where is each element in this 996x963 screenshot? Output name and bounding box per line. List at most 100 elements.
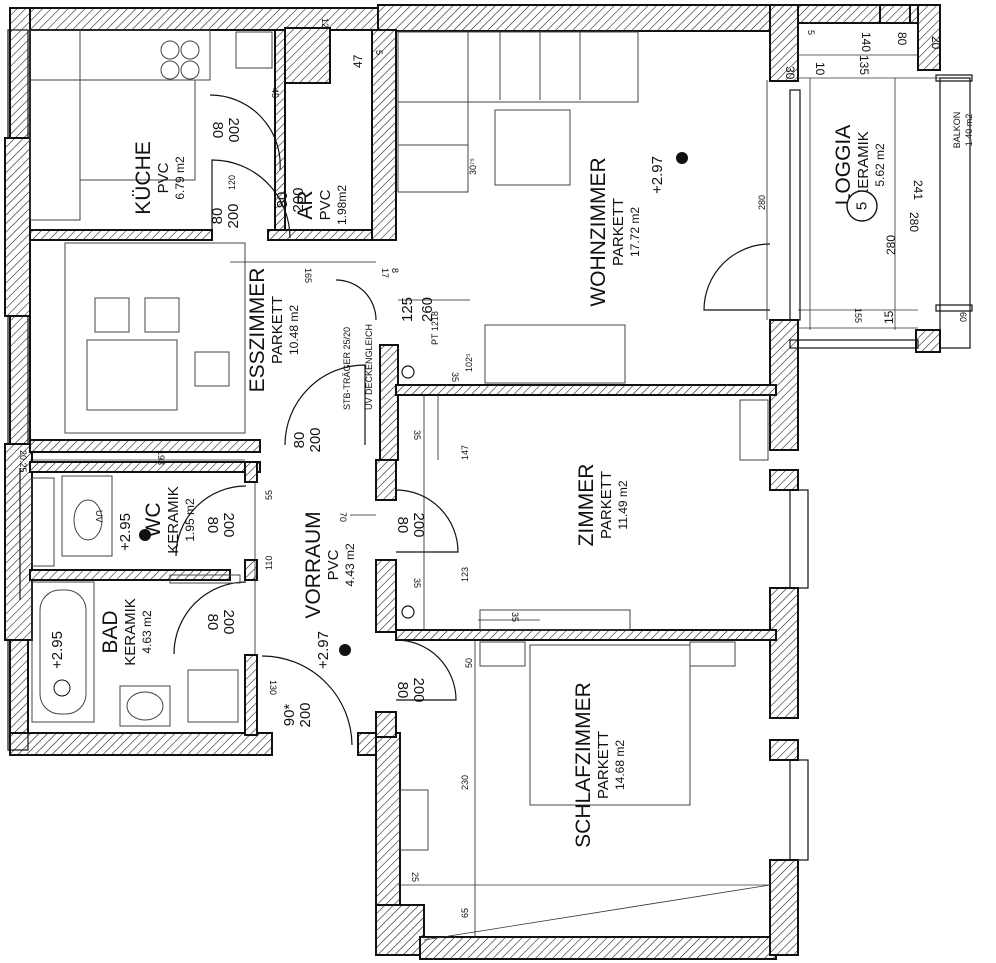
svg-text:25: 25 [410, 872, 420, 882]
room-name: ESSZIMMER [246, 268, 269, 393]
room-name: VORRAUM [302, 511, 325, 618]
svg-text:80: 80 [274, 192, 291, 209]
room-wohnzimmer: WOHNZIMMER PARKETT 17.72 m2 [587, 157, 642, 306]
svg-text:80: 80 [394, 517, 411, 534]
svg-text:60: 60 [958, 312, 968, 322]
height-wohnzimmer: +2.97 [649, 156, 666, 194]
dimension-texts: 47 12 45 5 135 140 80 20 10 30 5 280 280… [18, 18, 968, 918]
room-floor: PARKETT [595, 731, 612, 799]
height-markers: +2.97 +2.95 +2.95 +2.97 [49, 152, 688, 697]
room-balkon: BALKON 1.40 m2 [952, 112, 974, 149]
room-ar: AR PVC 1.98m2 [294, 185, 349, 225]
door-kueche-width: 80 [209, 122, 226, 139]
room-area: 1.98m2 [335, 185, 349, 225]
svg-text:15: 15 [882, 310, 896, 324]
room-bad: BAD KERAMIK 4.63 m2 [99, 598, 154, 666]
annotations: STB-TRÄGER 25/20 UV DECKENGLEICH PT 1218… [94, 311, 440, 522]
svg-text:280: 280 [907, 212, 921, 232]
room-floor: KERAMIK [855, 131, 872, 199]
svg-text:35: 35 [412, 430, 422, 440]
room-floor: PARKETT [269, 296, 286, 364]
room-kueche: KÜCHE PVC 6.79 m2 [132, 141, 187, 215]
svg-text:155: 155 [853, 308, 863, 323]
svg-text:50: 50 [464, 658, 474, 668]
svg-text:80: 80 [209, 208, 226, 225]
svg-text:147: 147 [460, 445, 470, 460]
svg-text:200: 200 [225, 203, 242, 228]
svg-text:200: 200 [410, 512, 427, 537]
svg-text:200: 200 [410, 677, 427, 702]
room-area: 5.62 m2 [873, 143, 887, 187]
room-area: 11.49 m2 [616, 480, 630, 529]
balkon-name: BALKON [952, 112, 962, 149]
room-name: BAD [99, 610, 122, 653]
height-wc: +2.95 [117, 513, 134, 551]
room-floor: PVC [155, 162, 172, 193]
svg-text:230: 230 [460, 775, 470, 790]
room-area: 10.48 m2 [287, 305, 301, 355]
room-area: 6.79 m2 [173, 156, 187, 200]
room-vorraum: VORRAUM PVC 4.43 m2 [302, 511, 357, 618]
svg-text:140: 140 [859, 32, 873, 52]
svg-text:260: 260 [419, 297, 436, 322]
loggia-structure [789, 4, 973, 353]
room-area: 14.68 m2 [613, 740, 627, 790]
room-floor: PARKETT [598, 471, 615, 539]
svg-text:35: 35 [412, 578, 422, 588]
svg-text:5: 5 [374, 50, 384, 55]
room-floor: KERAMIK [165, 486, 182, 554]
svg-text:35: 35 [510, 612, 520, 622]
room-floor: PVC [317, 189, 334, 220]
svg-text:5: 5 [806, 30, 816, 35]
door-kueche-height: 200 [225, 117, 242, 142]
room-area: 1.95 m2 [183, 498, 197, 542]
room-name: KÜCHE [132, 141, 155, 215]
room-floor: KERAMIK [122, 598, 139, 666]
svg-text:30: 30 [783, 66, 797, 80]
room-name: ZIMMER [575, 464, 598, 547]
svg-text:200: 200 [297, 702, 314, 727]
svg-text:135: 135 [857, 55, 871, 75]
svg-text:110: 110 [264, 556, 274, 570]
svg-text:PT 1218: PT 1218 [430, 311, 440, 345]
room-area: 4.43 m2 [343, 543, 357, 587]
room-name: WC [142, 503, 165, 538]
svg-text:12: 12 [320, 18, 330, 28]
svg-text:280: 280 [884, 235, 898, 255]
door-swings [19, 94, 771, 746]
door-labels: 200 80 80 200 80 200 200 80 200 80 200 8… [204, 117, 427, 727]
svg-text:45: 45 [270, 88, 280, 98]
room-area: 4.63 m2 [140, 610, 154, 654]
outer-walls [4, 4, 809, 960]
svg-text:241: 241 [911, 180, 925, 200]
svg-text:200: 200 [220, 512, 237, 537]
svg-text:200: 200 [307, 427, 324, 452]
svg-text:UV: UV [94, 510, 104, 523]
svg-text:70: 70 [338, 512, 348, 522]
svg-text:17: 17 [380, 268, 390, 278]
svg-text:30⁷⁵: 30⁷⁵ [468, 158, 478, 175]
svg-text:20.25: 20.25 [18, 450, 28, 473]
svg-text:130: 130 [268, 680, 278, 695]
svg-text:35: 35 [450, 372, 460, 382]
svg-text:STB-TRÄGER 25/20: STB-TRÄGER 25/20 [342, 327, 352, 410]
dimension-lines [30, 80, 768, 937]
room-name: AR [294, 190, 317, 219]
svg-text:10: 10 [813, 62, 827, 76]
room-floor: PARKETT [610, 198, 627, 266]
svg-text:193: 193 [156, 450, 166, 465]
svg-text:80: 80 [291, 432, 308, 449]
room-zimmer: ZIMMER PARKETT 11.49 m2 [575, 464, 630, 547]
room-name: SCHLAFZIMMER [572, 682, 595, 848]
svg-text:120: 120 [227, 175, 237, 190]
svg-text:102⁵: 102⁵ [464, 353, 474, 372]
room-schlafzimmer: SCHLAFZIMMER PARKETT 14.68 m2 [572, 682, 627, 848]
furniture [29, 29, 771, 941]
room-wc: WC KERAMIK 1.95 m2 [142, 486, 197, 554]
svg-text:280: 280 [757, 195, 767, 210]
svg-text:5: 5 [854, 202, 871, 210]
svg-text:90*: 90* [281, 704, 298, 727]
svg-text:80: 80 [394, 682, 411, 699]
height-vorraum: +2.97 [315, 631, 332, 669]
